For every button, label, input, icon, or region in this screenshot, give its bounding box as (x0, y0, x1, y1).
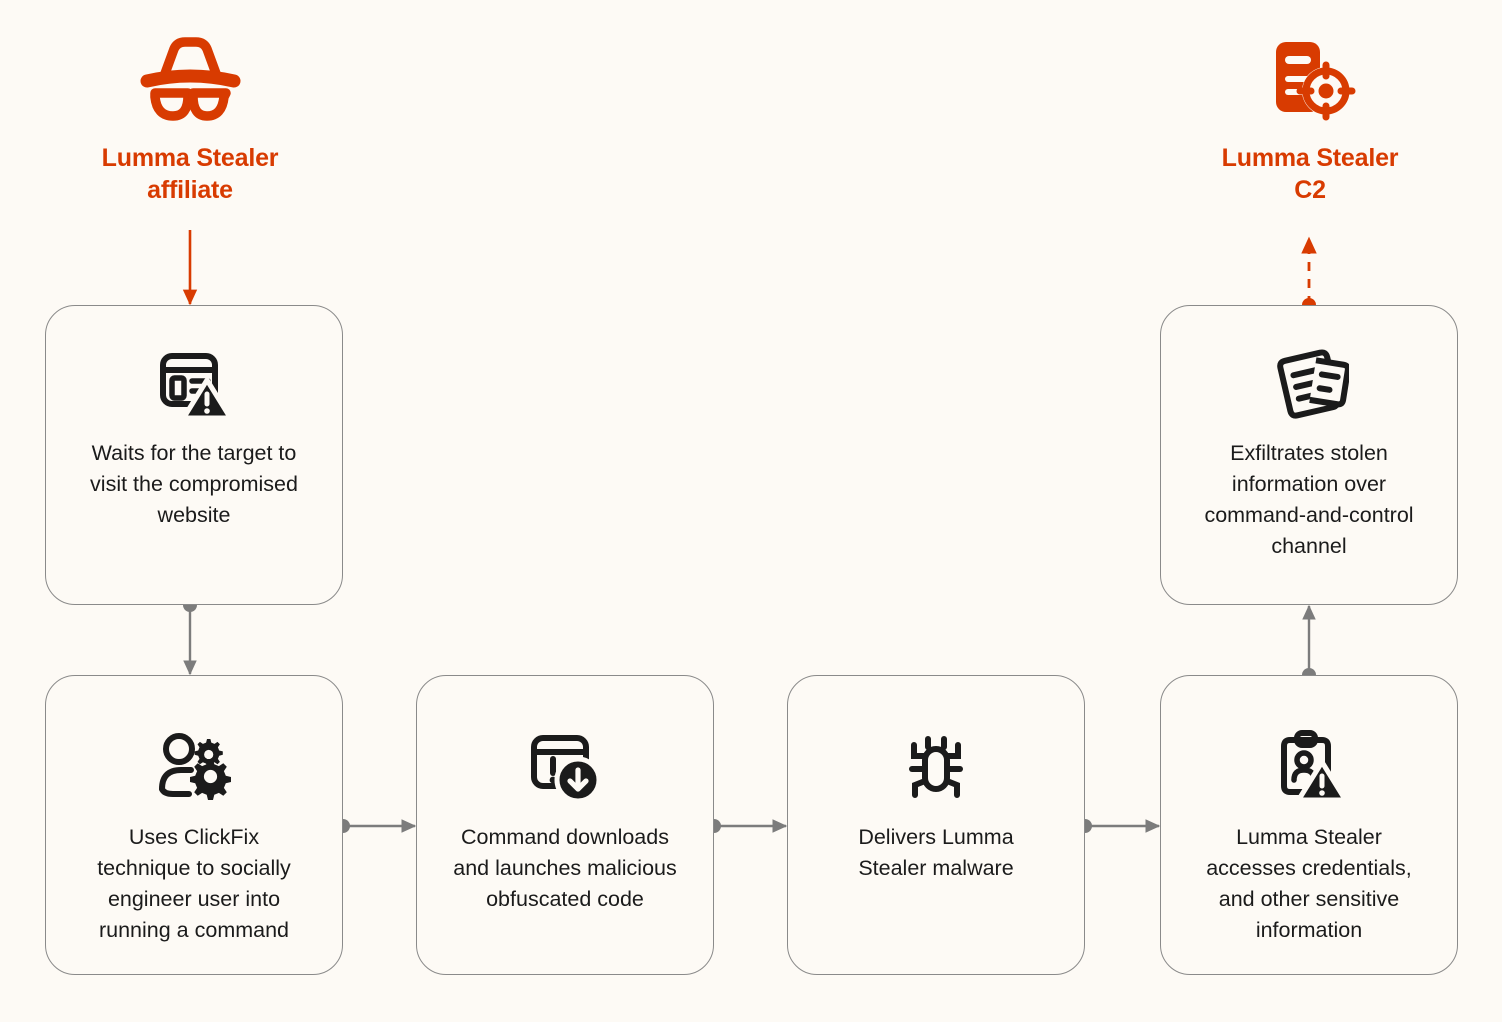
documents-exfiltration-icon (1269, 346, 1349, 424)
connector-step-5-to-step-6 (1302, 604, 1316, 682)
connector-step-4-to-step-5 (1078, 819, 1161, 833)
step-card-command-downloads-code: Command downloads and launches malicious… (416, 675, 714, 975)
step-card-exfiltrates-over-c2: Exfiltrates stolen information over comm… (1160, 305, 1458, 605)
step-text: Uses ClickFix technique to socially engi… (97, 825, 291, 942)
connector-step-6-to-c2 (1301, 236, 1317, 312)
step-text: Command downloads and launches malicious… (453, 825, 677, 911)
server-target-icon (1160, 34, 1460, 134)
user-settings-gears-icon (155, 728, 233, 806)
incognito-hat-glasses-icon (40, 34, 340, 134)
actor-label: Lumma Stealer C2 (1221, 144, 1399, 204)
connector-step-1-to-step-2 (183, 598, 197, 676)
step-card-clickfix-social-engineering: Uses ClickFix technique to socially engi… (45, 675, 343, 975)
connector-step-3-to-step-4 (707, 819, 788, 833)
step-text: Exfiltrates stolen information over comm… (1204, 441, 1414, 558)
actor-label: Lumma Stealer affiliate (101, 144, 279, 204)
step-card-delivers-malware: Delivers Lumma Stealer malware (787, 675, 1085, 975)
browser-window-warning-icon (155, 346, 233, 424)
connector-step-2-to-step-3 (336, 819, 417, 833)
step-text: Delivers Lumma Stealer malware (858, 825, 1014, 880)
step-text: Lumma Stealer accesses credentials, and … (1206, 825, 1412, 942)
clipboard-person-warning-icon (1270, 728, 1348, 806)
actor-lumma-stealer-affiliate: Lumma Stealer affiliate (40, 34, 340, 206)
step-card-accesses-credentials: Lumma Stealer accesses credentials, and … (1160, 675, 1458, 975)
window-alert-download-icon (526, 728, 604, 806)
step-text: Waits for the target to visit the compro… (90, 441, 298, 527)
actor-lumma-stealer-c2: Lumma Stealer C2 (1160, 34, 1460, 206)
bug-icon (900, 728, 972, 806)
step-card-waits-for-target: Waits for the target to visit the compro… (45, 305, 343, 605)
